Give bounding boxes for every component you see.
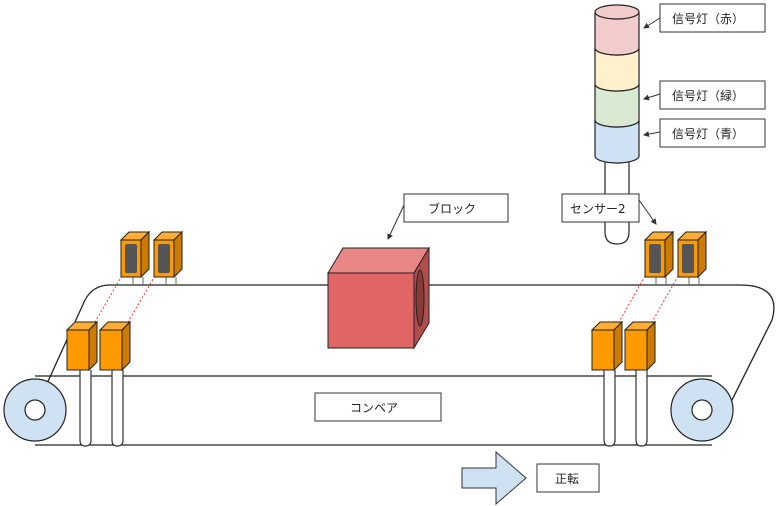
upper-sensor-left-1 bbox=[119, 230, 151, 279]
callout-signal-red: 信号灯（赤） bbox=[643, 3, 766, 33]
left-roller bbox=[3, 378, 67, 442]
upper-sensor-left-2 bbox=[152, 230, 184, 279]
lower-sensor-right-1 bbox=[590, 320, 624, 372]
sensor-poles bbox=[79, 370, 648, 447]
lower-sensor-left-1 bbox=[65, 320, 99, 372]
upper-sensor-right-2 bbox=[676, 230, 708, 279]
signal-red-label: 信号灯（赤） bbox=[672, 12, 744, 26]
callout-block: ブロック bbox=[387, 193, 509, 240]
lower-sensor-left-2 bbox=[98, 320, 132, 372]
block bbox=[327, 246, 430, 350]
conveyor-label: コンベア bbox=[350, 401, 398, 415]
direction-label-box: 正転 bbox=[536, 463, 600, 493]
signal-blue-label: 信号灯（青） bbox=[672, 127, 744, 141]
callout-signal-blue: 信号灯（青） bbox=[643, 118, 766, 148]
block-label: ブロック bbox=[428, 201, 476, 216]
signal-layer-red bbox=[594, 4, 640, 56]
callout-signal-green: 信号灯（緑） bbox=[643, 80, 766, 110]
callout-sensor2: センサー2 bbox=[561, 193, 657, 225]
conveyor-label-box: コンベア bbox=[314, 392, 442, 422]
signal-green-label: 信号灯（緑） bbox=[672, 88, 744, 103]
forward-arrow bbox=[461, 450, 527, 506]
upper-sensor-legs bbox=[132, 277, 700, 285]
direction-label: 正転 bbox=[555, 472, 579, 486]
lower-sensor-right-2 bbox=[623, 320, 657, 372]
conveyor-belt bbox=[34, 284, 775, 446]
sensor-beams bbox=[94, 261, 687, 323]
upper-sensor-right-1 bbox=[643, 230, 675, 279]
sensor2-label: センサー2 bbox=[570, 202, 626, 216]
right-roller bbox=[670, 378, 734, 442]
